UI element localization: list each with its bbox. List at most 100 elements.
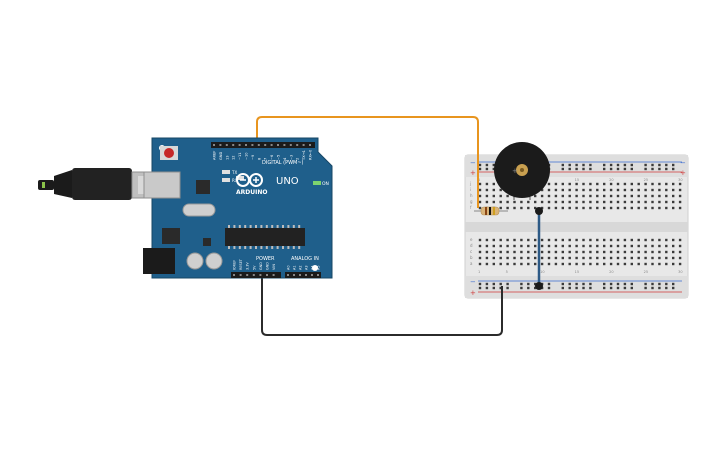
breadboard-hole[interactable] xyxy=(568,244,571,248)
breadboard-hole[interactable] xyxy=(589,256,592,260)
breadboard-hole[interactable] xyxy=(582,188,585,192)
rail-hole[interactable] xyxy=(603,163,606,167)
breadboard-hole[interactable] xyxy=(678,250,682,254)
breadboard-hole[interactable] xyxy=(513,200,516,204)
header-socket[interactable] xyxy=(283,144,286,146)
breadboard-hole[interactable] xyxy=(520,250,523,254)
breadboard-hole[interactable] xyxy=(478,262,482,266)
header-socket[interactable] xyxy=(296,144,299,146)
breadboard-hole[interactable] xyxy=(672,262,675,266)
breadboard-hole[interactable] xyxy=(658,262,661,266)
breadboard-hole[interactable] xyxy=(630,182,633,186)
breadboard-hole[interactable] xyxy=(540,250,544,254)
header-socket[interactable] xyxy=(225,144,228,146)
breadboard-hole[interactable] xyxy=(547,262,551,266)
rail-hole[interactable] xyxy=(582,286,585,290)
rail-hole[interactable] xyxy=(582,167,585,171)
rail-hole[interactable] xyxy=(575,163,578,167)
rail-hole[interactable] xyxy=(547,286,551,290)
breadboard-hole[interactable] xyxy=(609,250,613,254)
rail-hole[interactable] xyxy=(499,282,502,286)
rail-hole[interactable] xyxy=(492,282,495,286)
breadboard-hole[interactable] xyxy=(513,262,516,266)
breadboard-hole[interactable] xyxy=(672,206,675,210)
breadboard-hole[interactable] xyxy=(665,250,668,254)
rail-hole[interactable] xyxy=(506,286,509,290)
rail-hole[interactable] xyxy=(603,286,606,290)
breadboard-hole[interactable] xyxy=(582,250,585,254)
breadboard-hole[interactable] xyxy=(575,244,578,248)
breadboard-hole[interactable] xyxy=(534,244,537,248)
breadboard-hole[interactable] xyxy=(630,250,633,254)
breadboard-hole[interactable] xyxy=(485,256,489,260)
breadboard-hole[interactable] xyxy=(568,262,571,266)
breadboard-hole[interactable] xyxy=(575,188,578,192)
breadboard-hole[interactable] xyxy=(527,250,530,254)
breadboard-hole[interactable] xyxy=(616,244,620,248)
breadboard-hole[interactable] xyxy=(527,200,530,204)
breadboard-hole[interactable] xyxy=(527,256,530,260)
breadboard-hole[interactable] xyxy=(478,244,482,248)
breadboard-hole[interactable] xyxy=(485,200,489,204)
breadboard-hole[interactable] xyxy=(672,256,675,260)
breadboard-hole[interactable] xyxy=(658,244,661,248)
breadboard-hole[interactable] xyxy=(554,250,558,254)
rail-hole[interactable] xyxy=(603,282,606,286)
rail-hole[interactable] xyxy=(644,282,647,286)
breadboard-hole[interactable] xyxy=(554,238,558,242)
breadboard-hole[interactable] xyxy=(630,206,633,210)
breadboard-hole[interactable] xyxy=(582,256,585,260)
header-socket[interactable] xyxy=(264,144,267,146)
breadboard-hole[interactable] xyxy=(499,250,502,254)
breadboard-hole[interactable] xyxy=(623,200,627,204)
breadboard-hole[interactable] xyxy=(520,206,523,210)
header-socket[interactable] xyxy=(219,144,222,146)
breadboard-hole[interactable] xyxy=(623,262,627,266)
rail-hole[interactable] xyxy=(575,286,578,290)
breadboard-hole[interactable] xyxy=(637,262,640,266)
header-socket[interactable] xyxy=(213,144,215,146)
breadboard-hole[interactable] xyxy=(506,250,509,254)
breadboard-hole[interactable] xyxy=(630,194,633,198)
breadboard-hole[interactable] xyxy=(616,256,620,260)
header-socket[interactable] xyxy=(251,144,254,146)
rail-hole[interactable] xyxy=(506,282,509,286)
header-socket[interactable] xyxy=(299,274,301,276)
breadboard-hole[interactable] xyxy=(506,256,509,260)
breadboard-hole[interactable] xyxy=(658,250,661,254)
breadboard-hole[interactable] xyxy=(609,200,613,204)
breadboard-hole[interactable] xyxy=(478,238,482,242)
breadboard-hole[interactable] xyxy=(540,194,544,198)
breadboard-hole[interactable] xyxy=(575,200,578,204)
rail-hole[interactable] xyxy=(582,282,585,286)
breadboard-hole[interactable] xyxy=(651,256,654,260)
breadboard-hole[interactable] xyxy=(665,182,668,186)
breadboard-hole[interactable] xyxy=(547,188,551,192)
rail-hole[interactable] xyxy=(520,286,523,290)
breadboard-hole[interactable] xyxy=(561,206,564,210)
breadboard-hole[interactable] xyxy=(589,200,592,204)
breadboard-hole[interactable] xyxy=(499,194,502,198)
breadboard-hole[interactable] xyxy=(547,194,551,198)
header-socket[interactable] xyxy=(239,274,242,276)
header-socket[interactable] xyxy=(305,274,307,276)
breadboard-hole[interactable] xyxy=(513,256,516,260)
breadboard-hole[interactable] xyxy=(596,182,599,186)
breadboard-hole[interactable] xyxy=(678,206,682,210)
rail-hole[interactable] xyxy=(651,286,654,290)
breadboard-hole[interactable] xyxy=(534,256,537,260)
breadboard-hole[interactable] xyxy=(665,206,668,210)
breadboard-hole[interactable] xyxy=(492,200,495,204)
breadboard-hole[interactable] xyxy=(596,200,599,204)
breadboard-hole[interactable] xyxy=(568,200,571,204)
breadboard-hole[interactable] xyxy=(575,238,578,242)
breadboard-hole[interactable] xyxy=(554,256,558,260)
breadboard-hole[interactable] xyxy=(644,262,647,266)
breadboard-hole[interactable] xyxy=(575,194,578,198)
breadboard-hole[interactable] xyxy=(630,238,633,242)
power-header[interactable] xyxy=(231,272,281,278)
breadboard-hole[interactable] xyxy=(637,200,640,204)
breadboard-hole[interactable] xyxy=(678,262,682,266)
rail-hole[interactable] xyxy=(568,167,571,171)
rail-hole[interactable] xyxy=(492,167,495,171)
